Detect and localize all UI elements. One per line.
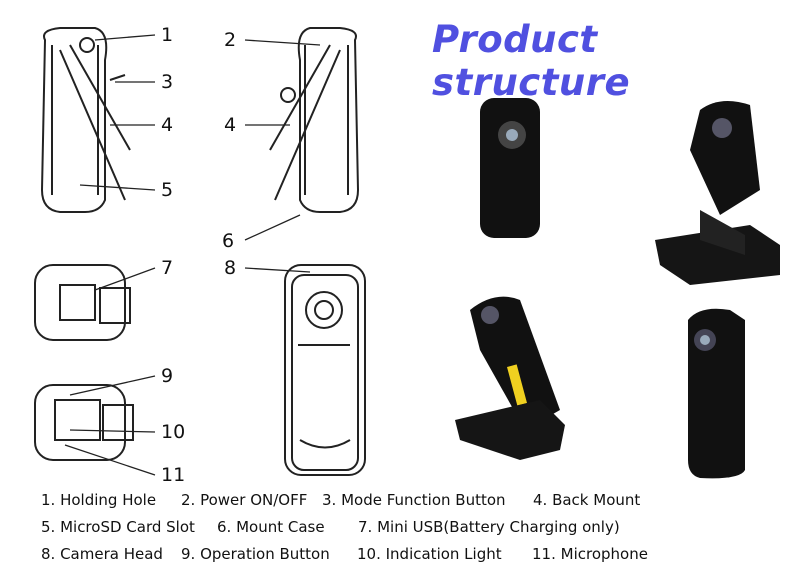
callout-5: 5 bbox=[161, 179, 174, 201]
callout-4-right: 4 bbox=[224, 114, 237, 136]
legend-item: 5. MicroSD Card Slot bbox=[41, 518, 195, 536]
callout-6: 6 bbox=[222, 230, 235, 252]
legend-item: 6. Mount Case bbox=[217, 518, 325, 536]
top-view-buttons-drawing bbox=[34, 375, 156, 476]
callout-7: 7 bbox=[161, 257, 174, 279]
front-view-drawing bbox=[244, 264, 366, 476]
side-view-right-drawing bbox=[244, 27, 360, 241]
top-view-usb-drawing bbox=[34, 264, 156, 341]
legend-item: 11. Microphone bbox=[532, 545, 648, 563]
callout-9: 9 bbox=[161, 365, 174, 387]
legend-item: 7. Mini USB(Battery Charging only) bbox=[358, 518, 620, 536]
page-title: Product structure bbox=[432, 18, 631, 104]
callout-8: 8 bbox=[224, 257, 237, 279]
legend-item: 8. Camera Head bbox=[41, 545, 163, 563]
callout-4-left: 4 bbox=[161, 114, 174, 136]
legend-item: 3. Mode Function Button bbox=[322, 491, 506, 509]
legend-item: 10. Indication Light bbox=[357, 545, 502, 563]
legend-item: 1. Holding Hole bbox=[41, 491, 157, 509]
callout-1: 1 bbox=[161, 24, 174, 46]
callout-3: 3 bbox=[161, 71, 174, 93]
legend-item: 2. Power ON/OFF bbox=[181, 491, 308, 509]
legend-item: 9. Operation Button bbox=[181, 545, 330, 563]
legend-item: 4. Back Mount bbox=[533, 491, 641, 509]
photo-camera-side bbox=[688, 308, 745, 479]
photo-camera-angled bbox=[455, 296, 565, 460]
callout-11: 11 bbox=[161, 464, 186, 486]
callout-2: 2 bbox=[224, 29, 237, 51]
photo-camera-on-mount bbox=[655, 101, 780, 285]
callout-10: 10 bbox=[161, 421, 186, 443]
side-view-left-drawing bbox=[40, 27, 156, 213]
photo-camera-front bbox=[480, 98, 540, 238]
